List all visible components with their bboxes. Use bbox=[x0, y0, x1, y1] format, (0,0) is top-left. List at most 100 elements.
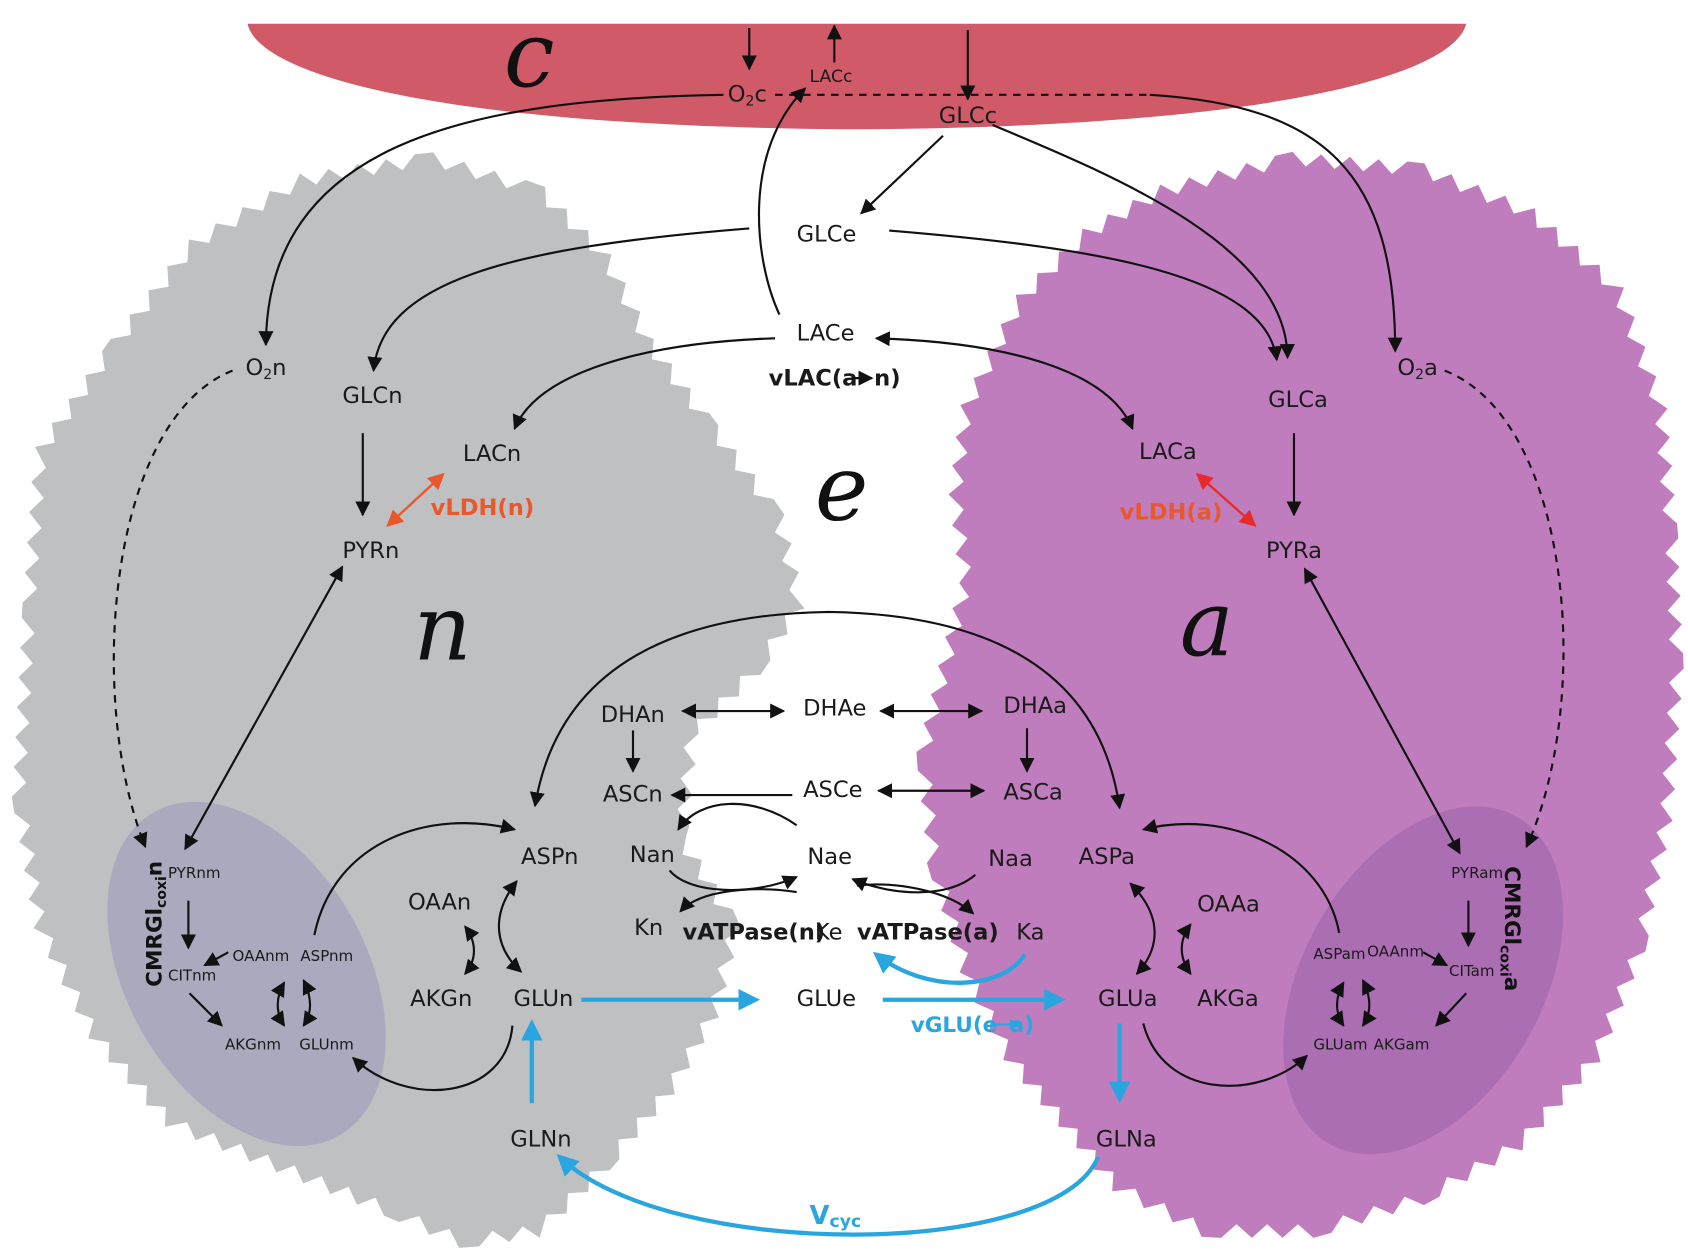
arrow-ke-kn bbox=[679, 888, 797, 913]
glutamate-glutamine-cycle bbox=[521, 951, 1131, 1237]
arrow-glna-glnn bbox=[556, 1154, 1101, 1237]
label-aspnm: ASPnm bbox=[300, 947, 353, 965]
label-ka: Ka bbox=[1016, 919, 1044, 945]
arrow-o2n-mito bbox=[112, 369, 233, 849]
label-lacc: LACc bbox=[810, 67, 853, 87]
label-ascn: ASCn bbox=[603, 782, 663, 808]
label-pyrn: PYRn bbox=[342, 538, 399, 564]
label-asca: ASCa bbox=[1003, 779, 1062, 805]
arrow-pyra-pyram bbox=[1303, 567, 1461, 855]
arrow-aspartate-exchange bbox=[529, 610, 1126, 810]
label-oaanm-a: OAAnm bbox=[1367, 943, 1424, 961]
label-vlac-flux: vLAC(a n) bbox=[769, 366, 901, 392]
label-glnn: GLNn bbox=[510, 1126, 571, 1152]
arrow-aspam-gluam-1 bbox=[1329, 981, 1345, 1027]
svg-text:n): n) bbox=[874, 366, 900, 392]
arrow-aspn-glun bbox=[497, 880, 523, 973]
label-lacn: LACn bbox=[463, 441, 521, 467]
label-asce: ASCe bbox=[803, 777, 862, 803]
label-pyrnm: PYRnm bbox=[168, 864, 221, 882]
arrow-ldh-n bbox=[386, 472, 445, 527]
arrow-glce-glcn bbox=[367, 227, 750, 373]
arrow-o2c-o2n bbox=[258, 93, 724, 347]
arrow-glcc-glca bbox=[992, 123, 1295, 360]
arrow-lace-lacn bbox=[512, 337, 776, 431]
label-pyram: PYRam bbox=[1451, 864, 1503, 882]
label-glcc: GLCc bbox=[939, 103, 997, 129]
label-glunm: GLUnm bbox=[299, 1035, 354, 1053]
arrow-glua-gluam bbox=[1142, 1023, 1308, 1087]
label-oaan: OAAn bbox=[408, 889, 471, 915]
arrow-aspnm-glunm-2 bbox=[302, 979, 318, 1027]
arrow-citam-akgam bbox=[1435, 992, 1468, 1027]
arrow-citnm-akgnm bbox=[188, 992, 223, 1027]
label-glna: GLNa bbox=[1096, 1126, 1157, 1152]
arrow-oaanm-citam bbox=[1422, 951, 1449, 967]
capillary-vessel bbox=[247, 23, 1467, 130]
arrow-ldh-a bbox=[1195, 472, 1257, 527]
label-ke: Ke bbox=[815, 919, 843, 945]
label-o2n: O2n bbox=[245, 355, 286, 383]
label-aspam: ASPam bbox=[1313, 945, 1365, 963]
label-vldh-n: vLDH(n) bbox=[431, 495, 535, 521]
label-oaaa: OAAa bbox=[1197, 891, 1260, 917]
label-vldh-a: vLDH(a) bbox=[1120, 499, 1223, 525]
svg-text:vGLU(e: vGLU(e bbox=[911, 1013, 997, 1038]
arrow-aspam-aspa bbox=[1141, 818, 1341, 934]
label-naa: Naa bbox=[988, 846, 1033, 872]
compartment-label-extracellular: e bbox=[815, 436, 869, 541]
label-o2a: O2a bbox=[1397, 355, 1438, 383]
label-cmrgl-a: CMRGlcoxia bbox=[1497, 866, 1524, 991]
arrow-lace-lacc bbox=[757, 87, 807, 316]
arrow-nan-nae bbox=[668, 869, 799, 892]
arrow-aspam-gluam-2 bbox=[1361, 979, 1377, 1027]
arrow-aspnm-aspn bbox=[313, 818, 517, 936]
label-vglu-flux: vGLU(e a) bbox=[911, 1013, 1034, 1038]
neuron-mitochondrion bbox=[107, 801, 386, 1147]
svg-text:a): a) bbox=[1010, 1013, 1034, 1038]
label-glca: GLCa bbox=[1268, 387, 1328, 413]
label-glua: GLUa bbox=[1098, 986, 1157, 1012]
label-nae: Nae bbox=[807, 844, 852, 870]
compartment-label-astrocyte: a bbox=[1180, 572, 1234, 677]
label-laca: LACa bbox=[1139, 439, 1197, 465]
label-oaanm: OAAnm bbox=[233, 947, 290, 965]
label-glue: GLUe bbox=[797, 986, 856, 1012]
label-aspa: ASPa bbox=[1079, 844, 1135, 870]
arrow-o2c-o2a bbox=[1149, 93, 1403, 353]
arrow-oaan-akgn bbox=[464, 925, 480, 976]
label-aspn: ASPn bbox=[521, 844, 578, 870]
label-o2c: O2c bbox=[728, 81, 767, 109]
label-vcyc: Vcyc bbox=[810, 1201, 862, 1232]
label-kn: Kn bbox=[634, 915, 663, 941]
neuron-cell-body bbox=[11, 152, 805, 1248]
compartment-label-neuron: n bbox=[413, 576, 471, 681]
arrow-aspnm-glunm-1 bbox=[270, 981, 286, 1027]
arrow-lace-laca bbox=[874, 331, 1135, 431]
transport-arrows bbox=[112, 24, 1565, 1091]
arrow-pyrn-pyrnm bbox=[184, 565, 344, 851]
arrow-glcc-glce bbox=[860, 134, 944, 215]
label-glce: GLCe bbox=[797, 221, 857, 247]
arrow-oaaa-akga bbox=[1176, 923, 1192, 976]
compartment-label-capillary: c bbox=[504, 3, 555, 108]
arrow-oaanm-citnm bbox=[203, 951, 229, 967]
label-dhae: DHAe bbox=[803, 695, 866, 721]
arrow-glun-glunm bbox=[351, 1025, 514, 1091]
astrocyte-mitochondrion bbox=[1283, 806, 1564, 1155]
label-cmrgl-n: CMRGlcoxin bbox=[142, 861, 169, 987]
label-pyra: PYRa bbox=[1266, 538, 1322, 564]
label-nan: Nan bbox=[630, 842, 675, 868]
label-citam: CITam bbox=[1449, 962, 1495, 980]
label-gluam: GLUam bbox=[1313, 1035, 1367, 1053]
arrow-nae-nan bbox=[677, 802, 798, 831]
label-dhaa: DHAa bbox=[1003, 693, 1067, 719]
label-akgam: AKGam bbox=[1374, 1035, 1430, 1053]
arrow-glce-glca bbox=[889, 229, 1283, 362]
label-akgnm: AKGnm bbox=[225, 1035, 281, 1053]
label-akgn: AKGn bbox=[410, 986, 472, 1012]
arrow-o2a-mito bbox=[1444, 369, 1565, 849]
label-lace: LACe bbox=[797, 320, 855, 346]
label-glun: GLUn bbox=[514, 986, 574, 1012]
